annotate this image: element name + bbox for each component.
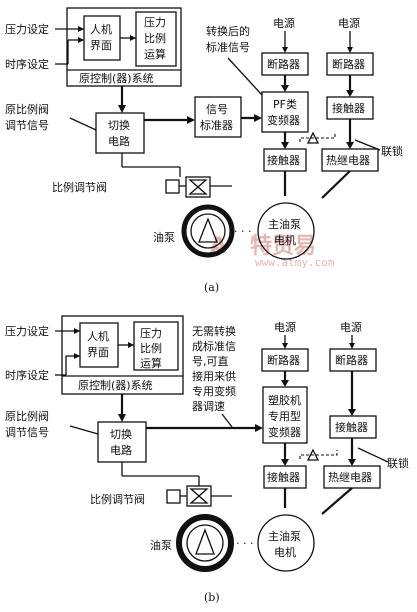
a-switch-line2: 电路 (108, 135, 130, 148)
diagram-a: 压力设定 时序设定 人机 界面 压力 比例 运算 原控制(器)系统 原比例阀 调… (5, 7, 403, 294)
b-pressure-calc-box (133, 321, 179, 371)
a-inverter-line2: 变频器 (267, 113, 300, 127)
b-inverter-line1: 塑胶机 (268, 393, 301, 407)
a-oil-pump-ring (181, 204, 235, 258)
a-signal-standardizer-box (194, 96, 242, 138)
a-breaker-left: 断路器 (267, 57, 300, 71)
a-power-right-label: 电源 (338, 16, 360, 30)
b-switch-line1: 切换 (110, 427, 132, 441)
b-controller-label: 原控制(器)系统 (78, 378, 153, 392)
b-breaker-right: 断路器 (335, 353, 368, 367)
a-oil-pump (190, 213, 226, 249)
a-hmi-line2: 界面 (90, 39, 112, 52)
a-contactor-left: 接触器 (267, 153, 300, 167)
a-motor-line2: 电机 (274, 233, 296, 247)
b-calc-line1: 压力 (140, 327, 162, 340)
b-motor-line1: 主油泵 (268, 529, 301, 543)
a-switch-line1: 切换 (108, 118, 130, 132)
a-converted-note-line1: 转换后的 (206, 24, 250, 38)
b-valve-signal-line2: 调节信号 (5, 426, 49, 439)
a-main-motor (257, 202, 315, 260)
b-breaker-left: 断路器 (267, 353, 300, 367)
a-contactor-right: 接触器 (332, 101, 365, 115)
b-valve-actuator (166, 489, 181, 504)
a-interlock-label: 联锁 (381, 144, 403, 158)
b-calc-line2: 比例 (140, 341, 162, 355)
b-inverter-line3: 变频器 (268, 425, 301, 439)
b-note-line1: 无需转换 (192, 324, 236, 338)
b-caption: (b) (204, 591, 220, 604)
a-converted-note-line2: 标准信号 (206, 40, 250, 54)
a-pressure-setting-label: 压力设定 (5, 22, 49, 36)
a-motor-line1: 主油泵 (268, 217, 301, 231)
a-breaker-right: 断路器 (332, 57, 365, 71)
a-thermal-relay: 热继电器 (326, 154, 370, 167)
a-calc-line2: 比例 (144, 31, 166, 45)
b-power-right-label: 电源 (340, 320, 362, 334)
b-main-motor (257, 514, 315, 572)
b-note-line6: 器调速 (192, 400, 225, 413)
b-inverter-box (262, 386, 308, 444)
a-valve-actuator (165, 179, 180, 194)
a-timing-setting-label: 时序设定 (5, 57, 49, 71)
b-timing-setting-label: 时序设定 (5, 368, 49, 382)
b-hmi-box (79, 322, 119, 368)
a-prop-valve-label: 比例调节阀 (52, 180, 107, 194)
watermark-brand: 特贸易 (250, 233, 316, 259)
b-note-line5: 专用变频 (192, 384, 236, 398)
b-switch-line2: 电路 (110, 444, 132, 457)
b-valve-signal-line1: 原比例阀 (5, 409, 49, 423)
a-dots: · · · (234, 225, 251, 238)
b-note-line4: 接用来供 (192, 369, 236, 383)
b-contactor-right: 接触器 (335, 420, 368, 434)
a-hmi-box (83, 15, 121, 61)
a-pressure-calc-box (135, 11, 177, 67)
b-note-line3: 号,可直 (192, 354, 229, 368)
b-hmi-line2: 界面 (87, 346, 109, 359)
a-controller-frame (66, 7, 182, 87)
a-calc-line3: 运算 (144, 47, 166, 61)
a-standardizer-line1: 信号 (206, 103, 228, 116)
a-inverter-box (261, 91, 309, 133)
b-pressure-setting-label: 压力设定 (5, 324, 49, 338)
b-interlock-label: 联锁 (387, 456, 409, 470)
a-switch-box (95, 112, 145, 154)
a-caption: (a) (204, 281, 219, 294)
b-oil-pump-label: 油泵 (150, 538, 172, 552)
b-power-left-label: 电源 (274, 320, 296, 334)
b-inverter-line2: 专用型 (268, 409, 301, 423)
b-contactor-left: 接触器 (267, 470, 300, 484)
b-thermal-relay: 热继电器 (328, 471, 372, 484)
b-switch-box (97, 421, 147, 463)
a-calc-line1: 压力 (144, 16, 166, 29)
b-oil-pump-ring (176, 514, 234, 572)
a-hmi-line1: 人机 (90, 22, 112, 36)
b-motor-line2: 电机 (274, 545, 296, 559)
a-inverter-line1: PF类 (273, 97, 297, 111)
b-hmi-line1: 人机 (87, 329, 109, 343)
b-note-line2: 成标准信 (192, 339, 236, 353)
b-prop-valve-label: 比例调节阀 (90, 492, 145, 506)
b-dots: · · · (236, 537, 253, 550)
a-valve-signal-line2: 调节信号 (5, 119, 49, 132)
a-standardizer-line2: 标准器 (200, 118, 233, 132)
b-calc-line3: 运算 (140, 356, 162, 370)
a-oil-pump-label: 油泵 (153, 230, 175, 244)
b-oil-pump (186, 524, 224, 562)
a-power-left-label: 电源 (273, 16, 295, 30)
a-controller-label: 原控制(器)系统 (79, 71, 154, 85)
diagram-b: 压力设定 时序设定 人机 界面 压力 比例 运算 原控制(器)系统 原比例阀 调… (5, 315, 409, 604)
watermark-url: www.atmy.com (255, 256, 335, 269)
a-valve-signal-line1: 原比例阀 (5, 102, 49, 116)
